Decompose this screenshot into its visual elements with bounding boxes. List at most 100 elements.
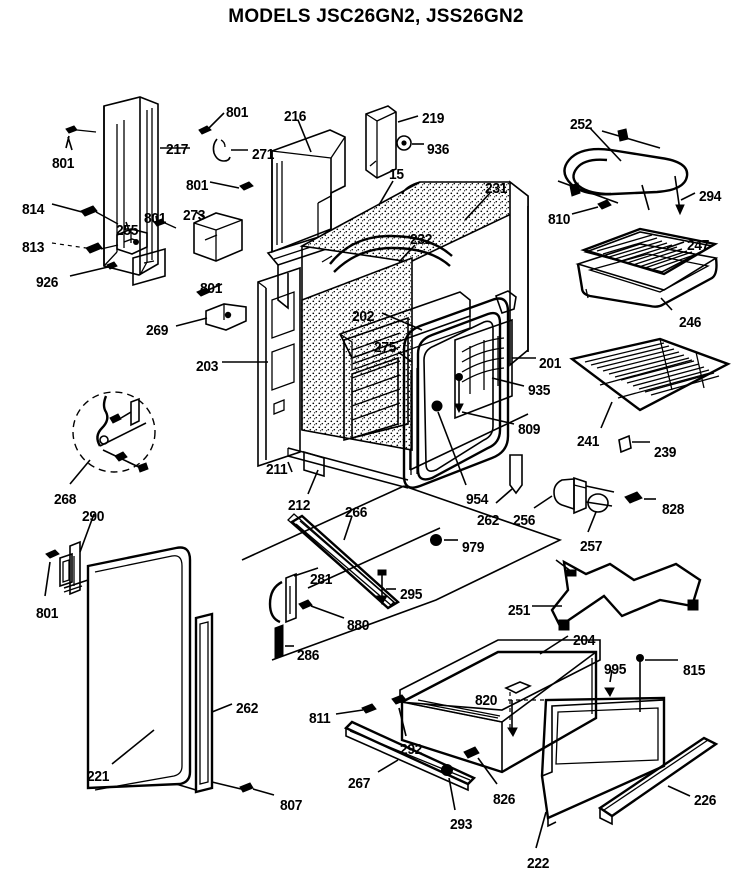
leader-231 [464, 192, 491, 221]
callout-212[interactable]: 212 [288, 497, 311, 514]
callout-231[interactable]: 231 [485, 180, 508, 197]
callout-201[interactable]: 201 [539, 355, 562, 372]
callout-232[interactable]: 232 [410, 231, 433, 248]
leader-273 [195, 211, 206, 219]
callout-926[interactable]: 926 [36, 274, 59, 291]
callout-273[interactable]: 273 [183, 207, 206, 224]
leader-226 [667, 785, 691, 797]
callout-801-f[interactable]: 801 [36, 605, 59, 622]
callout-815[interactable]: 815 [683, 662, 706, 679]
callout-936[interactable]: 936 [427, 141, 450, 158]
part-255-clamp [116, 228, 148, 255]
part-995-screw [604, 669, 615, 698]
callout-801-b[interactable]: 801 [144, 210, 167, 227]
callout-807[interactable]: 807 [280, 797, 303, 814]
callout-203[interactable]: 203 [196, 358, 219, 375]
callout-801-e[interactable]: 801 [200, 280, 223, 297]
part-880-screw [298, 599, 345, 619]
part-293-ball [441, 764, 456, 811]
part-266-handle [287, 513, 401, 610]
callout-826[interactable]: 826 [493, 791, 516, 808]
callout-814[interactable]: 814 [22, 201, 45, 218]
callout-211[interactable]: 211 [266, 461, 288, 478]
oven-door-frame [402, 290, 517, 489]
part-257-knob [587, 493, 609, 533]
callout-880[interactable]: 880 [347, 617, 370, 634]
callout-226[interactable]: 226 [694, 792, 717, 809]
callout-954[interactable]: 954 [466, 491, 489, 508]
callout-15[interactable]: 15 [389, 166, 404, 183]
callout-811[interactable]: 811 [309, 710, 331, 727]
callout-239[interactable]: 239 [654, 444, 677, 461]
callout-281[interactable]: 281 [310, 571, 333, 588]
callout-295[interactable]: 295 [400, 586, 423, 603]
callout-216[interactable]: 216 [284, 108, 307, 125]
part-239-clip [618, 434, 650, 454]
callout-266[interactable]: 266 [345, 504, 368, 521]
callout-255[interactable]: 255 [116, 222, 139, 239]
part-268-detail-circle [69, 391, 156, 485]
leader-255 [125, 221, 131, 234]
part-246-broil-pan [575, 243, 719, 308]
callout-268[interactable]: 268 [54, 491, 77, 508]
callout-252[interactable]: 252 [570, 116, 593, 133]
callout-219[interactable]: 219 [422, 110, 445, 127]
callout-813[interactable]: 813 [22, 239, 45, 256]
part-269-clamp [205, 303, 247, 331]
callout-801-d[interactable]: 801 [186, 177, 209, 194]
callout-820[interactable]: 820 [475, 692, 498, 709]
leader-809 [461, 411, 515, 425]
callout-995[interactable]: 995 [604, 661, 627, 678]
callout-222[interactable]: 222 [527, 855, 550, 872]
leader-252 [589, 127, 622, 162]
plate-detail [143, 260, 155, 264]
callout-801[interactable]: 801 [52, 155, 75, 172]
part-275-panel [343, 316, 409, 442]
callout-217[interactable]: 217 [166, 141, 189, 158]
leader-211 [287, 461, 293, 473]
callout-204[interactable]: 204 [573, 632, 596, 649]
part-801-screw-d [209, 181, 254, 191]
callout-271[interactable]: 271 [252, 146, 275, 163]
callout-293[interactable]: 293 [450, 816, 473, 833]
callout-809[interactable]: 809 [518, 421, 541, 438]
callout-286[interactable]: 286 [297, 647, 320, 664]
callout-828[interactable]: 828 [662, 501, 685, 518]
callout-269[interactable]: 269 [146, 322, 169, 339]
callout-267[interactable]: 267 [348, 775, 371, 792]
part-801-screw-f [44, 549, 60, 597]
part-820-guide [504, 681, 548, 738]
leader-216 [297, 119, 312, 153]
leader-246 [660, 297, 673, 311]
callout-256[interactable]: 256 [513, 512, 536, 529]
callout-294[interactable]: 294 [699, 188, 722, 205]
leader-222 [535, 811, 547, 849]
callout-810[interactable]: 810 [548, 211, 571, 228]
callout-221[interactable]: 221 [87, 768, 110, 785]
part-801-screw-c [198, 112, 225, 135]
callout-246[interactable]: 246 [679, 314, 702, 331]
callout-292[interactable]: 292 [400, 741, 423, 758]
callout-257[interactable]: 257 [580, 538, 603, 555]
callout-275[interactable]: 275 [374, 339, 397, 356]
callout-979[interactable]: 979 [462, 539, 485, 556]
leader-801-a [67, 136, 73, 151]
callout-202[interactable]: 202 [352, 308, 375, 325]
callout-247[interactable]: 247 [687, 237, 710, 254]
callout-801-c[interactable]: 801 [226, 104, 249, 121]
callout-251[interactable]: 251 [508, 602, 531, 619]
callout-241[interactable]: 241 [577, 433, 600, 450]
part-201-element [454, 318, 513, 420]
callout-262[interactable]: 262 [477, 512, 500, 529]
part-262-door-trim [175, 612, 214, 794]
callout-290[interactable]: 290 [82, 508, 105, 525]
part-979-ball [430, 534, 458, 546]
cavity-bottom-edge [271, 485, 563, 661]
part-807-screw [211, 781, 275, 796]
callout-262-b[interactable]: 262 [236, 700, 259, 717]
part-262-bolt [495, 454, 523, 504]
part-826-screw [463, 746, 498, 785]
callout-935[interactable]: 935 [528, 382, 551, 399]
